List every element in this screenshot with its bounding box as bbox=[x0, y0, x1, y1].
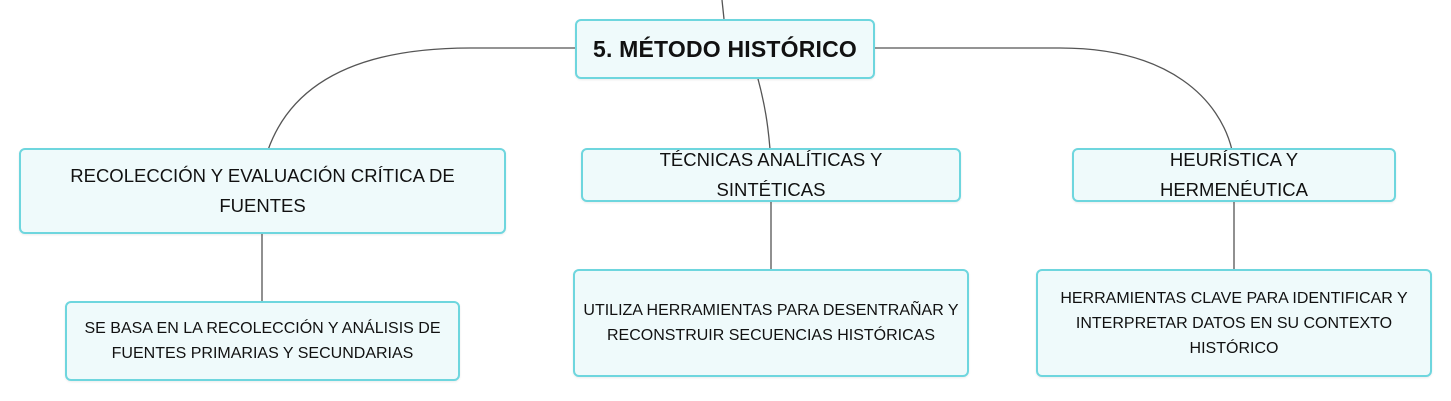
branch-node-techniques[interactable]: TÉCNICAS ANALÍTICAS Y SINTÉTICAS bbox=[581, 148, 961, 202]
child-node-label: UTILIZA HERRAMIENTAS PARA DESENTRAÑAR Y … bbox=[583, 302, 959, 344]
branch-node-label: RECOLECCIÓN Y EVALUACIÓN CRÍTICA DE FUEN… bbox=[70, 165, 455, 216]
branch-node-label: TÉCNICAS ANALÍTICAS Y SINTÉTICAS bbox=[659, 149, 883, 200]
connector-parent-to-root bbox=[721, 0, 725, 20]
child-node-techniques[interactable]: UTILIZA HERRAMIENTAS PARA DESENTRAÑAR Y … bbox=[573, 269, 969, 377]
branch-node-collection[interactable]: RECOLECCIÓN Y EVALUACIÓN CRÍTICA DE FUEN… bbox=[19, 148, 506, 234]
child-node-heuristics[interactable]: HERRAMIENTAS CLAVE PARA IDENTIFICAR Y IN… bbox=[1036, 269, 1432, 377]
root-node-label: 5. MÉTODO HISTÓRICO bbox=[592, 35, 858, 62]
connector-root-to-branch-3 bbox=[873, 47, 1233, 151]
connector-root-to-branch-1 bbox=[267, 47, 576, 151]
connector-root-to-branch-2 bbox=[757, 78, 771, 150]
branch-node-heuristics[interactable]: HEURÍSTICA Y HERMENÉUTICA bbox=[1072, 148, 1396, 202]
branch-node-label: HEURÍSTICA Y HERMENÉUTICA bbox=[1159, 149, 1308, 200]
child-node-collection[interactable]: SE BASA EN LA RECOLECCIÓN Y ANÁLISIS DE … bbox=[65, 301, 460, 381]
child-node-label: SE BASA EN LA RECOLECCIÓN Y ANÁLISIS DE … bbox=[84, 320, 441, 362]
root-node[interactable]: 5. MÉTODO HISTÓRICO bbox=[575, 19, 875, 79]
child-node-label: HERRAMIENTAS CLAVE PARA IDENTIFICAR Y IN… bbox=[1060, 289, 1408, 357]
